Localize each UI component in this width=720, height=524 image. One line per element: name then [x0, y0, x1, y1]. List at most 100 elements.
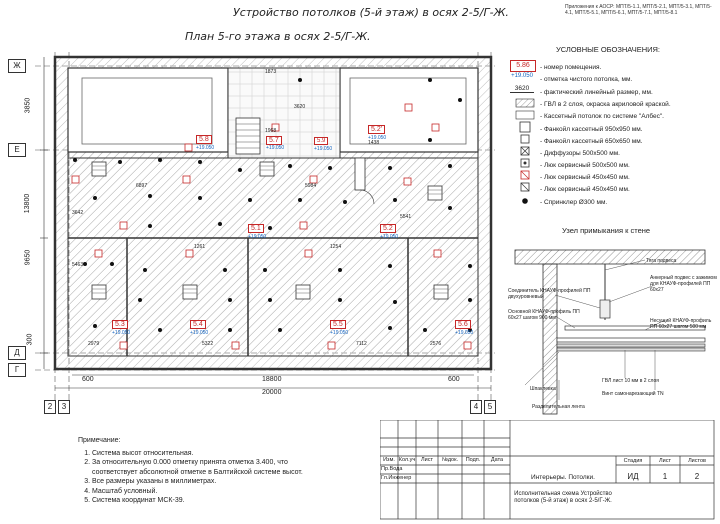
- room-mark-5-2: +19.050: [380, 234, 399, 240]
- room-mark-5-3: +19.050: [112, 330, 131, 336]
- dim-7112: 7112: [356, 341, 367, 347]
- dim-5984: 5984: [305, 183, 317, 189]
- room-mark-5-4: +19.050: [190, 330, 209, 336]
- dim-bottom-600-right: 600: [448, 376, 460, 383]
- tb-col-doc: №док.: [441, 457, 459, 463]
- dim-1254: 1254: [330, 244, 342, 250]
- legend-room-sample: 5.86: [510, 60, 536, 72]
- legend-item-fancoil-650: - Фанкойл кассетный 650х650 мм.: [540, 137, 643, 145]
- detail-label-tape: Разделительная лента: [532, 404, 585, 410]
- dim-bottom-20000: 20000: [262, 389, 282, 396]
- tb-drawing-name: Исполнительная схема Устройство потолков…: [514, 491, 612, 504]
- tb-role-1: Пр.Вода: [381, 466, 403, 472]
- gvl-hatch-icon: [515, 98, 535, 108]
- dim-bottom-600-left: 600: [82, 376, 94, 383]
- dim-bottom-18800: 18800: [262, 376, 282, 383]
- dim-1968: 1968: [265, 128, 277, 134]
- axis-label-3: 3: [58, 400, 70, 414]
- dim-2576: 2576: [430, 341, 442, 347]
- tb-sheets-header: Листов: [688, 458, 706, 464]
- legend-item-mark: - отметка чистого потолка, мм.: [540, 75, 633, 83]
- axis-label-e: Е: [8, 143, 26, 157]
- legend-mark-sample: +19.050: [511, 73, 533, 79]
- axis-label-d: Д: [8, 346, 26, 360]
- room-tag-5-1: 5.1: [248, 224, 264, 233]
- detail-label-bearing-profile: Несущий КНАУФ-профиль ПП 60х27 шагом 500…: [650, 318, 712, 330]
- legend-item-gvl: - ГВЛ в 2 слоя, окраска акриловой краско…: [540, 100, 671, 108]
- room-tag-5-8: 5.8: [196, 135, 212, 144]
- legend-dim-sample: 3620: [510, 85, 534, 93]
- dim-2979: 2979: [88, 341, 100, 347]
- dim-left-3850: 3850: [24, 97, 32, 114]
- notes-block: Примечание: Система высот относительная.…: [78, 436, 318, 506]
- detail-label-screw: Винт самонарезающий TN: [602, 391, 664, 397]
- room-tag-5-3: 5.3: [112, 320, 128, 329]
- legend-item-cassette: - Кассетный потолок по системе "Албес".: [540, 112, 664, 120]
- dim-1873: 1873: [265, 69, 277, 75]
- room-mark-5-2-prime: +19.050: [368, 135, 387, 141]
- room-tag-5-4: 5.4: [190, 320, 206, 329]
- detail-drawing: [514, 249, 706, 415]
- note-item: Система высот относительная.: [92, 449, 318, 459]
- room-tag-5-9: 5.9: [314, 137, 329, 145]
- tb-role-2: Гл.Инженер: [381, 475, 412, 481]
- dim-1261: 1261: [194, 244, 206, 250]
- tb-sheet: 1: [662, 472, 668, 481]
- note-item: Все размеры указаны в миллиметрах.: [92, 477, 318, 487]
- detail-label-putty: Шпаклевка: [530, 386, 556, 392]
- axis-label-5: 5: [484, 400, 496, 414]
- tb-stage: ИД: [627, 472, 639, 481]
- room-tag-5-6: 5.6: [455, 320, 471, 329]
- legend-item-hatch-500: - Люк сервисный 500х500 мм.: [540, 161, 630, 169]
- tb-col-list: Лист: [421, 457, 433, 463]
- room-mark-5-1: +19.050: [248, 234, 267, 240]
- dim-left-13800: 13800: [24, 193, 32, 214]
- axis-label-2: 2: [44, 400, 56, 414]
- tb-col-sign: Подп.: [465, 457, 481, 463]
- fancoil-950-icon: [519, 121, 531, 133]
- detail-label-main-profile: Основной КНАУФ-профиль ПП 60х27 шагом 90…: [508, 309, 580, 321]
- detail-label-rod: Тяга подвеса: [646, 258, 677, 264]
- room-tag-5-2: 5.2: [380, 224, 396, 233]
- detail-label-anchor: Анкерный подвес с зажимом для КНАУФ-проф…: [650, 275, 717, 293]
- room-mark-5-8: +19.050: [196, 145, 215, 151]
- legend-symbols: [515, 98, 535, 204]
- dim-3642: 3642: [72, 210, 84, 216]
- dim-left-9650: 9650: [24, 249, 32, 266]
- note-item: Система координат МСК-39.: [92, 496, 318, 506]
- room-mark-5-7: +19.050: [266, 145, 285, 151]
- note-item: За относительную 0.000 отметку принята о…: [92, 458, 318, 477]
- detail-label-connector: Соединитель КНАУФ-профилей ПП двухуровне…: [508, 288, 591, 300]
- legend-item-diffuser: - Диффузоры 500х500 мм.: [540, 149, 620, 157]
- sprinkler-icon: [522, 198, 528, 204]
- tb-sheets: 2: [694, 472, 700, 481]
- tb-col-izm: Изм.: [383, 457, 395, 463]
- legend-item-dim: - фактический линейный размер, мм.: [540, 88, 653, 96]
- cassette-ceiling-icon: [515, 110, 535, 120]
- tb-project: Интерьеры. Потолки.: [531, 474, 595, 481]
- legend-item-sprinkler: - Спринклер Ø300 мм.: [540, 198, 608, 206]
- axis-label-4: 4: [470, 400, 482, 414]
- room-mark-5-9: +19.050: [314, 146, 333, 152]
- plan-title: План 5-го этажа в осях 2-5/Г-Ж.: [185, 30, 371, 43]
- dim-5463: 5463: [72, 262, 84, 268]
- tb-col-date: Дата: [490, 457, 504, 463]
- tb-col-kol: Кол.уч: [398, 457, 416, 463]
- note-item: Масштаб условный.: [92, 487, 318, 497]
- room-mark-5-6: +19.050: [455, 330, 474, 336]
- legend-item-hatch-450: - Люк сервисный 450х450 мм.: [540, 173, 630, 181]
- dim-5541: 5541: [400, 214, 412, 220]
- room-tag-5-7: 5.7: [266, 136, 282, 145]
- dim-left-300: 300: [26, 333, 34, 346]
- legend-heading: УСЛОВНЫЕ ОБОЗНАЧЕНИЯ:: [556, 45, 661, 54]
- legend-item-room: - номер помещения.: [540, 63, 602, 71]
- legend-item-hatch-450b: - Люк сервисный 450х450 мм.: [540, 185, 630, 193]
- axis-label-zh: Ж: [8, 59, 26, 73]
- tb-sheet-header: Лист: [659, 458, 671, 464]
- dim-1438: 1438: [368, 140, 380, 146]
- dim-5322: 5322: [202, 341, 214, 347]
- dim-3620: 3620: [294, 104, 306, 110]
- detail-title: Узел примыкания к стене: [562, 226, 651, 235]
- dim-6897: 6897: [136, 183, 148, 189]
